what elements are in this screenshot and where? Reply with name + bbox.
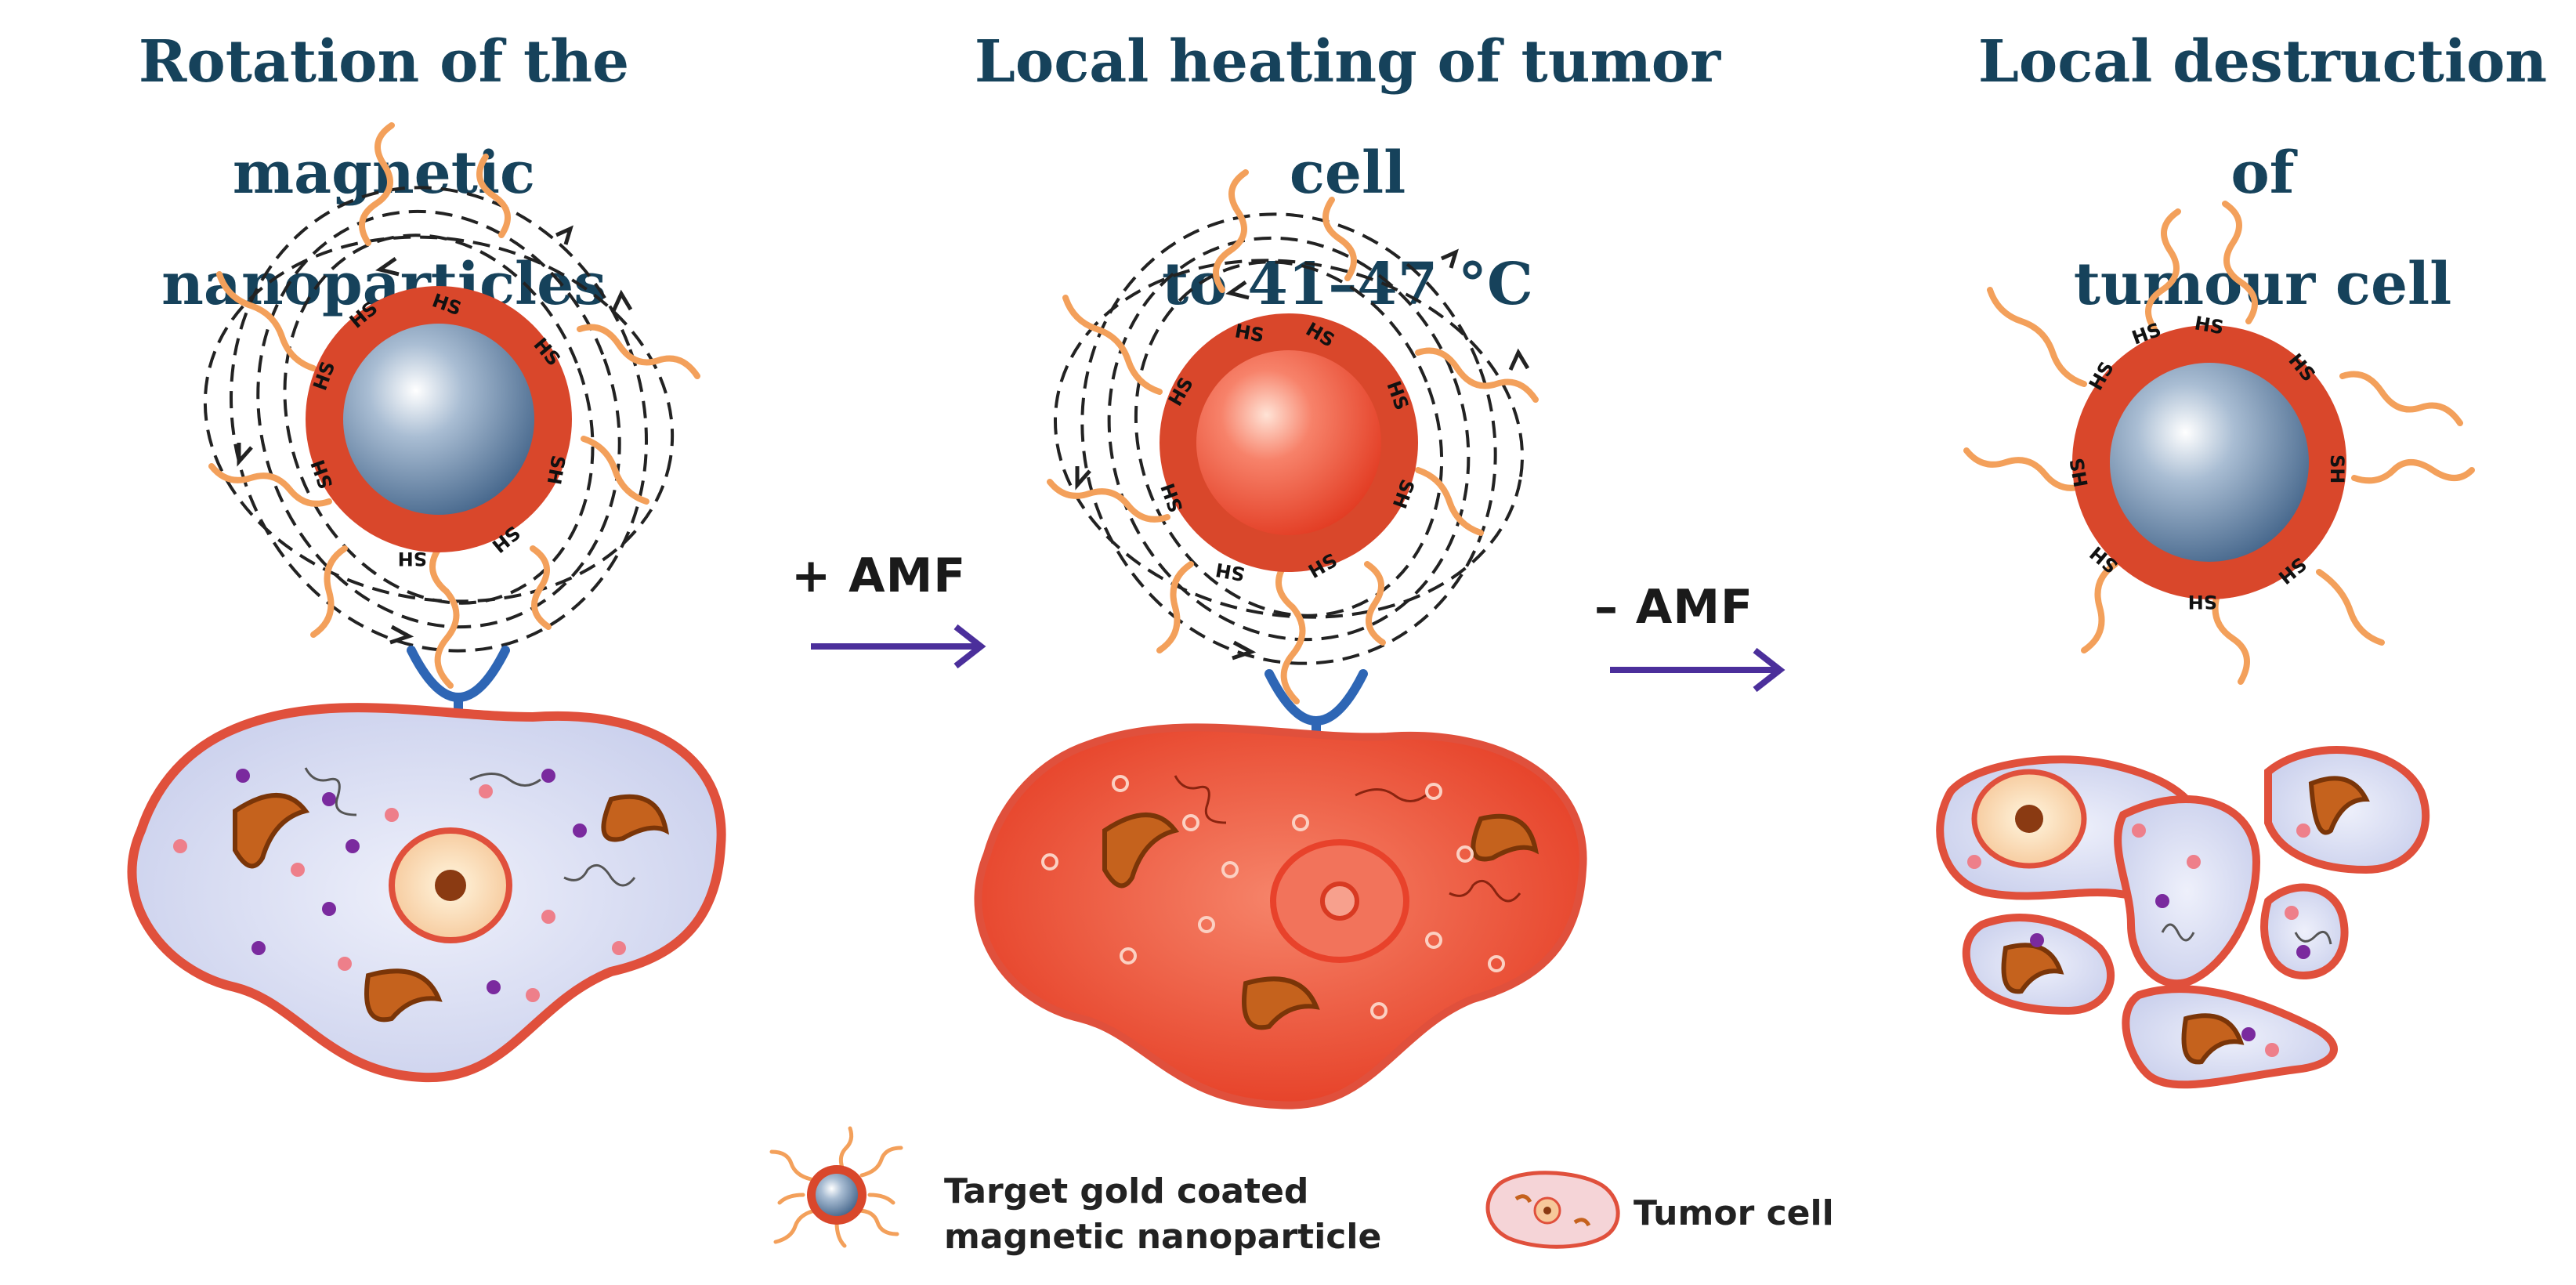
svg-text:SH: SH xyxy=(398,548,427,570)
mitochondria xyxy=(233,793,670,1023)
title-heating: Local heating of tumor cell to 41–47 °C xyxy=(924,6,1771,340)
title-destruction-line2: tumour cell xyxy=(2073,251,2452,318)
legend-nanoparticle-line1: Target gold coated xyxy=(944,1171,1309,1211)
magnetic-core xyxy=(2110,363,2309,562)
svg-text:HS: HS xyxy=(2193,312,2226,338)
vesicles xyxy=(173,769,626,1002)
legend-nanoparticle-label: Target gold coated magnetic nanoparticle xyxy=(944,1169,1381,1260)
panel-destruction: HS HS HS SH SH SH SH HS HS xyxy=(1936,201,2475,1089)
svg-text:SH: SH xyxy=(1214,559,1246,585)
vesicles xyxy=(1967,823,2310,1057)
receptor xyxy=(407,646,510,703)
ligands xyxy=(1963,201,2475,685)
panel-heating: HS HS HS SH SH SH SH HS xyxy=(974,169,1587,1109)
thiol-labels: HS HS HS SH SH SH SH HS HS xyxy=(2066,312,2348,613)
title-rotation-line1: Rotation of the magnetic xyxy=(138,28,630,207)
nucleolus xyxy=(435,870,466,901)
svg-text:SH: SH xyxy=(2188,591,2217,613)
title-heating-line1: Local heating of tumor cell xyxy=(974,28,1721,207)
fragment xyxy=(2264,746,2430,874)
panel-rotation: HS HS SH SH SH SH HS HS xyxy=(127,122,726,1083)
field-direction-arrows xyxy=(1075,248,1530,661)
title-rotation: Rotation of the magnetic nanoparticles xyxy=(0,6,768,340)
svg-text:SH: SH xyxy=(543,454,570,487)
filaments xyxy=(1174,775,1521,903)
plus-amf-label: + AMF xyxy=(791,548,967,603)
title-destruction-line1: Local destruction of xyxy=(1977,28,2548,207)
svg-text:SH: SH xyxy=(2326,454,2348,483)
legend-tumor-cell-label: Tumor cell xyxy=(1634,1193,1834,1233)
filaments xyxy=(304,767,636,887)
legend xyxy=(769,1126,1620,1249)
heated-core xyxy=(1196,350,1381,535)
magnetic-field-lines xyxy=(203,186,675,653)
title-heating-line2: to 41–47 °C xyxy=(1162,251,1533,318)
mitochondria xyxy=(2001,776,2370,1065)
fragment xyxy=(2114,795,2261,988)
plus-amf-arrow xyxy=(811,624,986,669)
mitochondria xyxy=(1102,813,1539,1030)
legend-nanoparticle-icon xyxy=(769,1126,903,1248)
ligands xyxy=(208,122,700,689)
legend-nanoparticle-line2: magnetic nanoparticle xyxy=(944,1217,1382,1257)
fragment xyxy=(2260,883,2349,980)
legend-tumor-cell-icon xyxy=(1485,1171,1620,1249)
vesicles xyxy=(1041,775,1505,1019)
title-destruction: Local destruction of tumour cell xyxy=(1949,6,2576,340)
minus-amf-label: – AMF xyxy=(1594,580,1754,635)
minus-amf-arrow xyxy=(1610,647,1785,693)
field-direction-arrows xyxy=(237,225,633,645)
filaments xyxy=(2161,923,2332,945)
ligands xyxy=(1047,169,1539,704)
svg-text:HS: HS xyxy=(2066,456,2093,489)
magnetic-core xyxy=(343,324,534,515)
svg-text:HS: HS xyxy=(1233,320,1266,346)
